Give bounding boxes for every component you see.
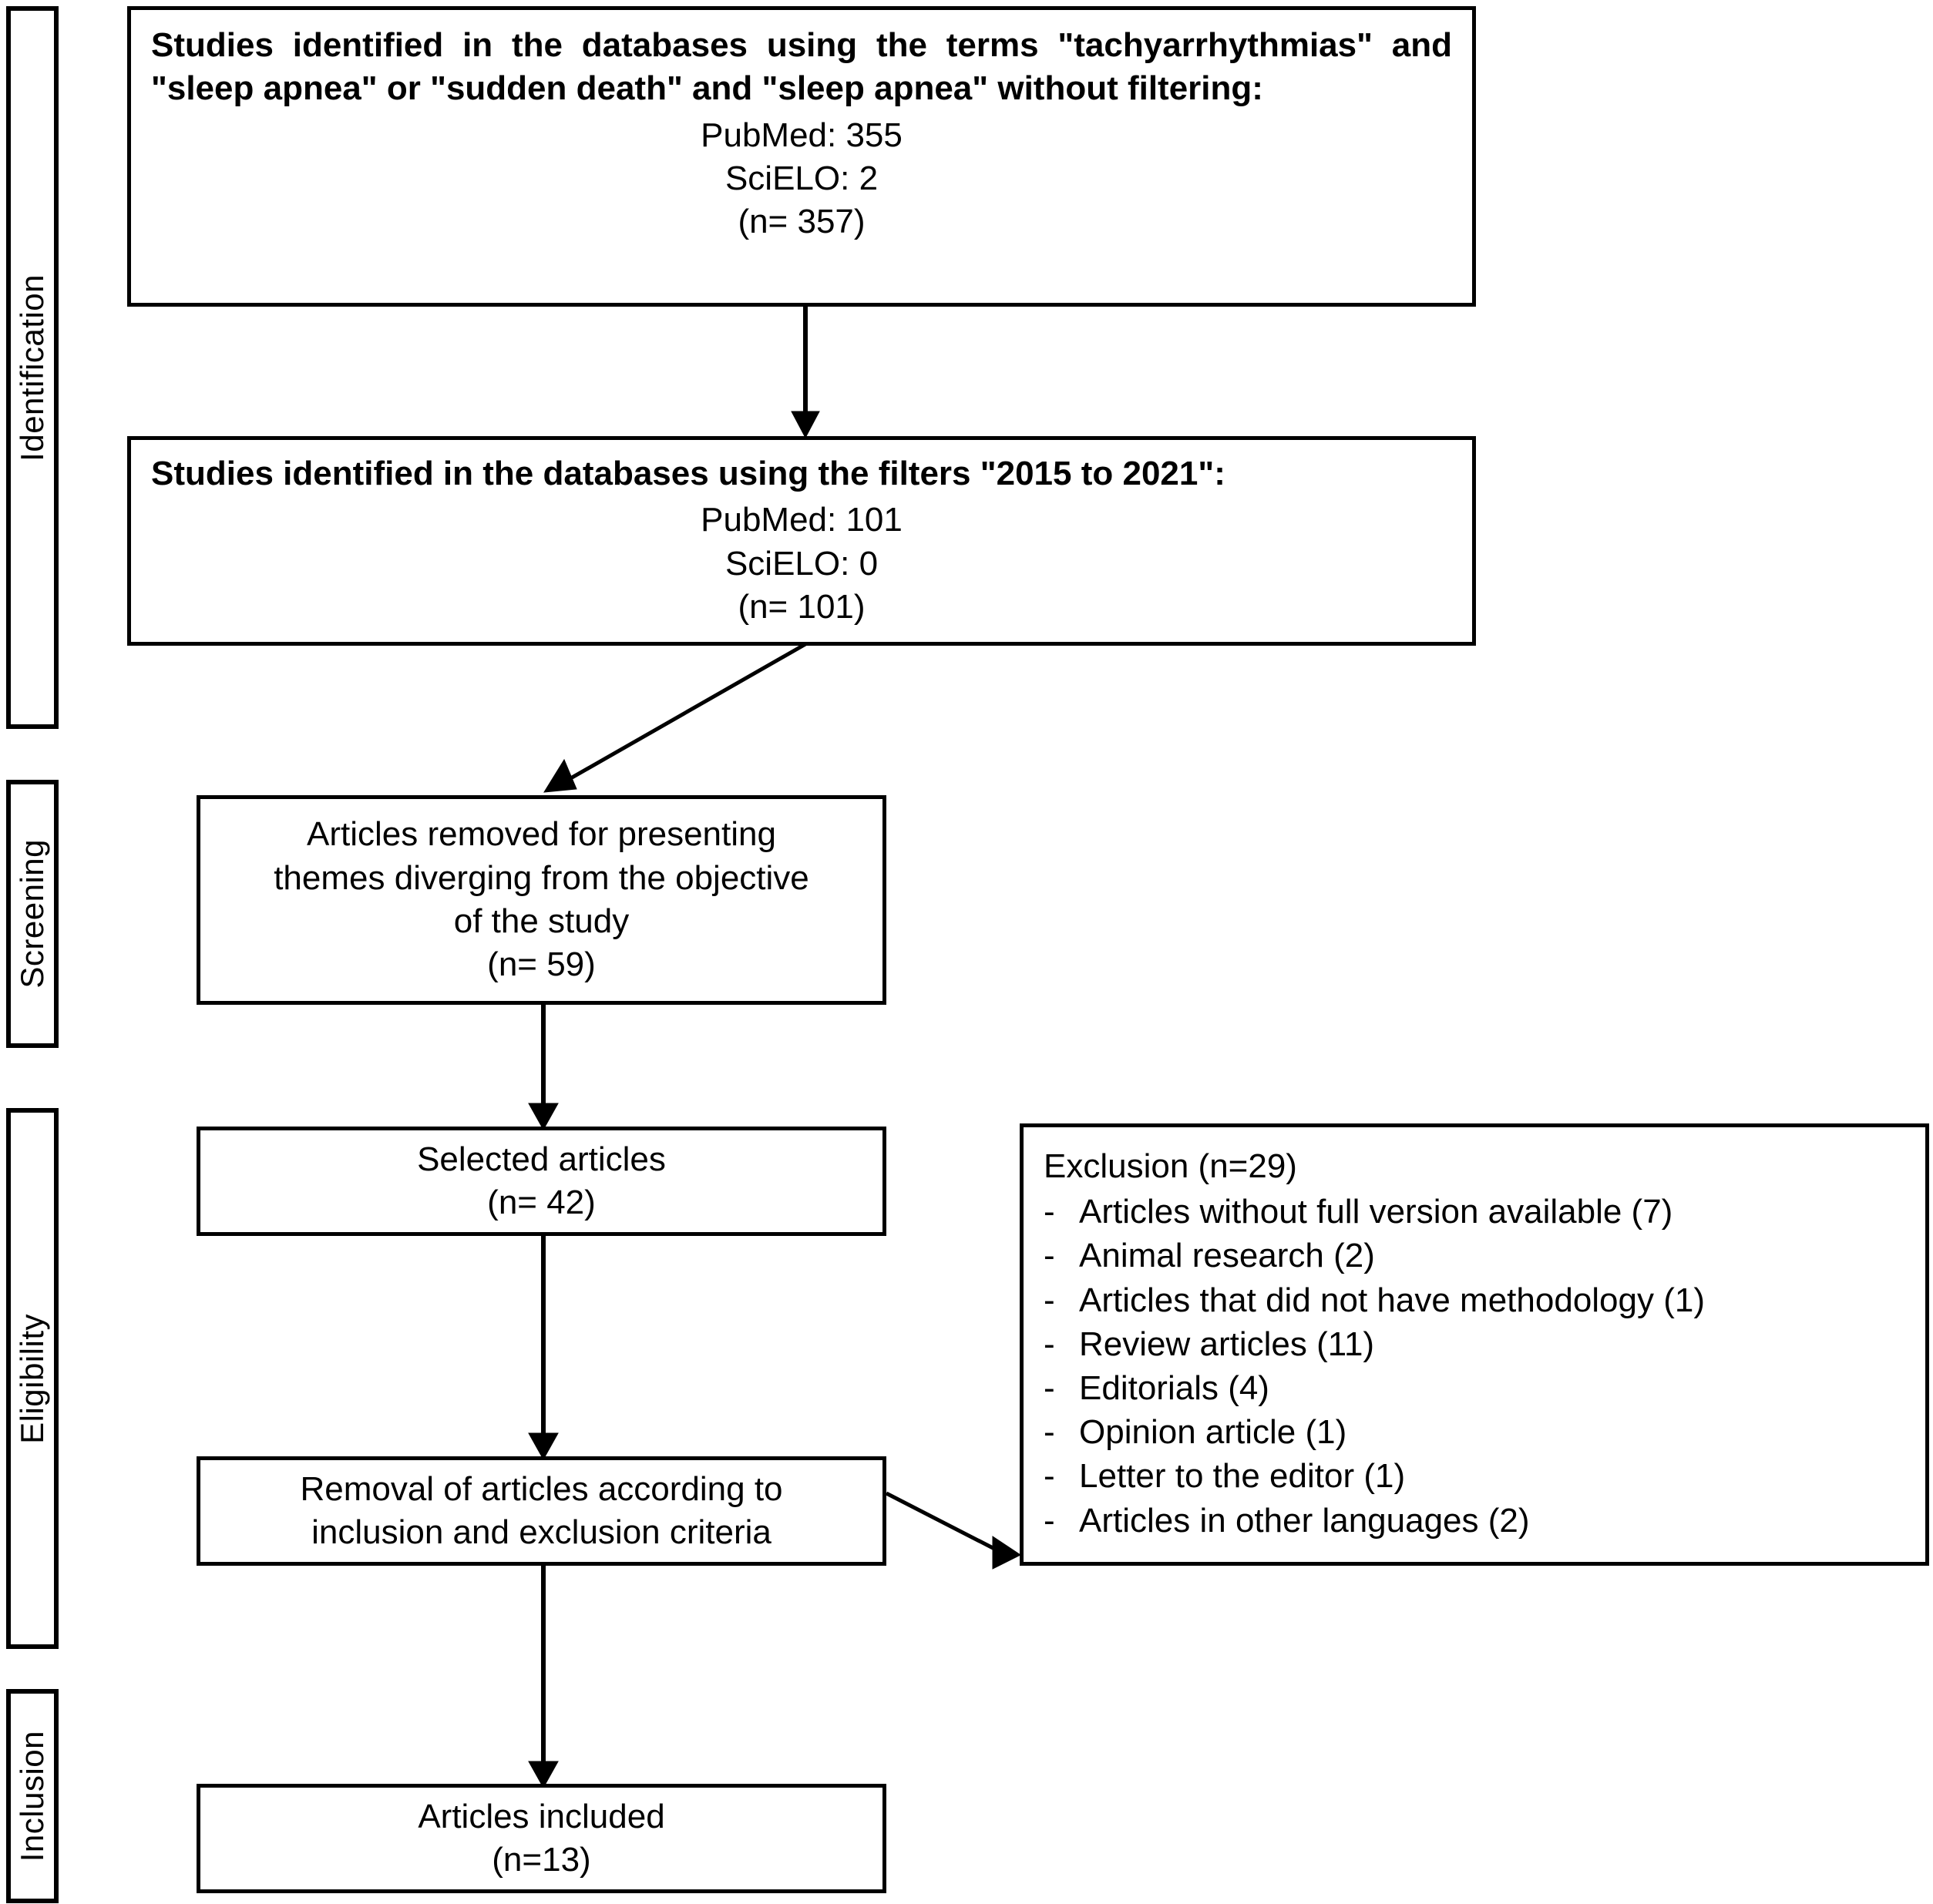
bullet-dash: -	[1044, 1413, 1055, 1452]
arrow-removed-to-selected	[528, 1003, 559, 1130]
box-identified-unfiltered-heading: Studies identified in the databases usin…	[151, 26, 1452, 108]
bullet-dash: -	[1044, 1237, 1055, 1275]
exclusion-list: - Articles without full version availabl…	[1044, 1190, 1911, 1543]
stage-eligibility-label: Eligibility	[14, 1313, 50, 1444]
stage-screening: Screening	[6, 780, 59, 1048]
bullet-dash: -	[1044, 1368, 1055, 1407]
exclusion-item-label: Editorials (4)	[1079, 1368, 1269, 1407]
arrow-removal-to-exclusion	[885, 1491, 1021, 1570]
stage-identification: Identification	[6, 6, 59, 729]
exclusion-item: - Articles that did not have methodology…	[1044, 1278, 1911, 1322]
box-selected-articles: Selected articles (n= 42)	[197, 1127, 886, 1236]
box-selected-articles-title: Selected articles	[417, 1140, 666, 1178]
box-articles-removed-line-2: themes diverging from the objective	[274, 858, 809, 897]
box-articles-removed-line-3: of the study	[453, 902, 630, 940]
count-scielo-filtered: SciELO: 0	[724, 544, 879, 583]
bullet-dash: -	[1044, 1457, 1055, 1496]
exclusion-item: - Animal research (2)	[1044, 1234, 1911, 1278]
box-identified-unfiltered: Studies identified in the databases usin…	[127, 6, 1476, 307]
exclusion-item: - Review articles (11)	[1044, 1322, 1911, 1366]
count-scielo: SciELO: 2	[724, 159, 879, 197]
box-articles-removed-line-1: Articles removed for presenting	[307, 815, 776, 854]
box-selected-articles-count: (n= 42)	[487, 1184, 596, 1221]
arrow-selected-to-removal	[528, 1234, 559, 1459]
stage-inclusion: Inclusion	[6, 1689, 59, 1903]
box-identified-unfiltered-counts: PubMed: 355 SciELO: 2 (n= 357)	[131, 114, 1472, 244]
bullet-dash: -	[1044, 1325, 1055, 1363]
stage-inclusion-label: Inclusion	[14, 1730, 50, 1862]
exclusion-item-label: Articles without full version available …	[1079, 1193, 1673, 1231]
box-articles-included-count: (n=13)	[492, 1841, 591, 1879]
exclusion-item: - Letter to the editor (1)	[1044, 1454, 1911, 1498]
exclusion-item-label: Articles in other languages (2)	[1079, 1501, 1530, 1540]
box-articles-included-title: Articles included	[418, 1797, 665, 1835]
exclusion-item: - Articles without full version availabl…	[1044, 1190, 1911, 1234]
arrow-identified-to-filtered	[791, 305, 820, 438]
box-removal-criteria-line-2: inclusion and exclusion criteria	[311, 1513, 772, 1551]
box-identified-filtered: Studies identified in the databases usin…	[127, 436, 1476, 646]
box-articles-removed-count: (n= 59)	[487, 945, 596, 984]
box-articles-removed: Articles removed for presenting themes d…	[197, 795, 886, 1005]
exclusion-item-label: Articles that did not have methodology (…	[1079, 1281, 1706, 1319]
stage-screening-label: Screening	[14, 839, 50, 989]
exclusion-item: - Editorials (4)	[1044, 1366, 1911, 1410]
bullet-dash: -	[1044, 1193, 1055, 1231]
exclusion-item-label: Review articles (11)	[1079, 1325, 1375, 1363]
box-identified-filtered-counts: PubMed: 101 SciELO: 0 (n= 101)	[131, 499, 1472, 629]
arrow-filtered-to-removed	[543, 642, 807, 793]
exclusion-item-label: Animal research (2)	[1079, 1237, 1375, 1275]
exclusion-item-label: Opinion article (1)	[1079, 1413, 1347, 1452]
count-pubmed-filtered: PubMed: 101	[701, 501, 903, 539]
bullet-dash: -	[1044, 1501, 1055, 1540]
box-removal-criteria-line-1: Removal of articles according to	[300, 1469, 783, 1508]
exclusion-item: - Opinion article (1)	[1044, 1410, 1911, 1454]
arrow-removal-to-included	[528, 1564, 559, 1788]
exclusion-item-label: Letter to the editor (1)	[1079, 1457, 1406, 1496]
box-removal-criteria: Removal of articles according to inclusi…	[197, 1456, 886, 1566]
stage-eligibility: Eligibility	[6, 1108, 59, 1649]
box-identified-filtered-heading: Studies identified in the databases usin…	[151, 455, 1225, 492]
bullet-dash: -	[1044, 1281, 1055, 1319]
count-pubmed: PubMed: 355	[701, 116, 903, 154]
exclusion-title: Exclusion (n=29)	[1044, 1147, 1297, 1185]
count-total-filtered: (n= 101)	[738, 587, 866, 626]
stage-identification-label: Identification	[14, 274, 50, 462]
box-articles-included: Articles included (n=13)	[197, 1784, 886, 1893]
exclusion-item: - Articles in other languages (2)	[1044, 1499, 1911, 1543]
count-total: (n= 357)	[738, 203, 866, 241]
box-exclusion-reasons: Exclusion (n=29) - Articles without full…	[1020, 1123, 1929, 1566]
